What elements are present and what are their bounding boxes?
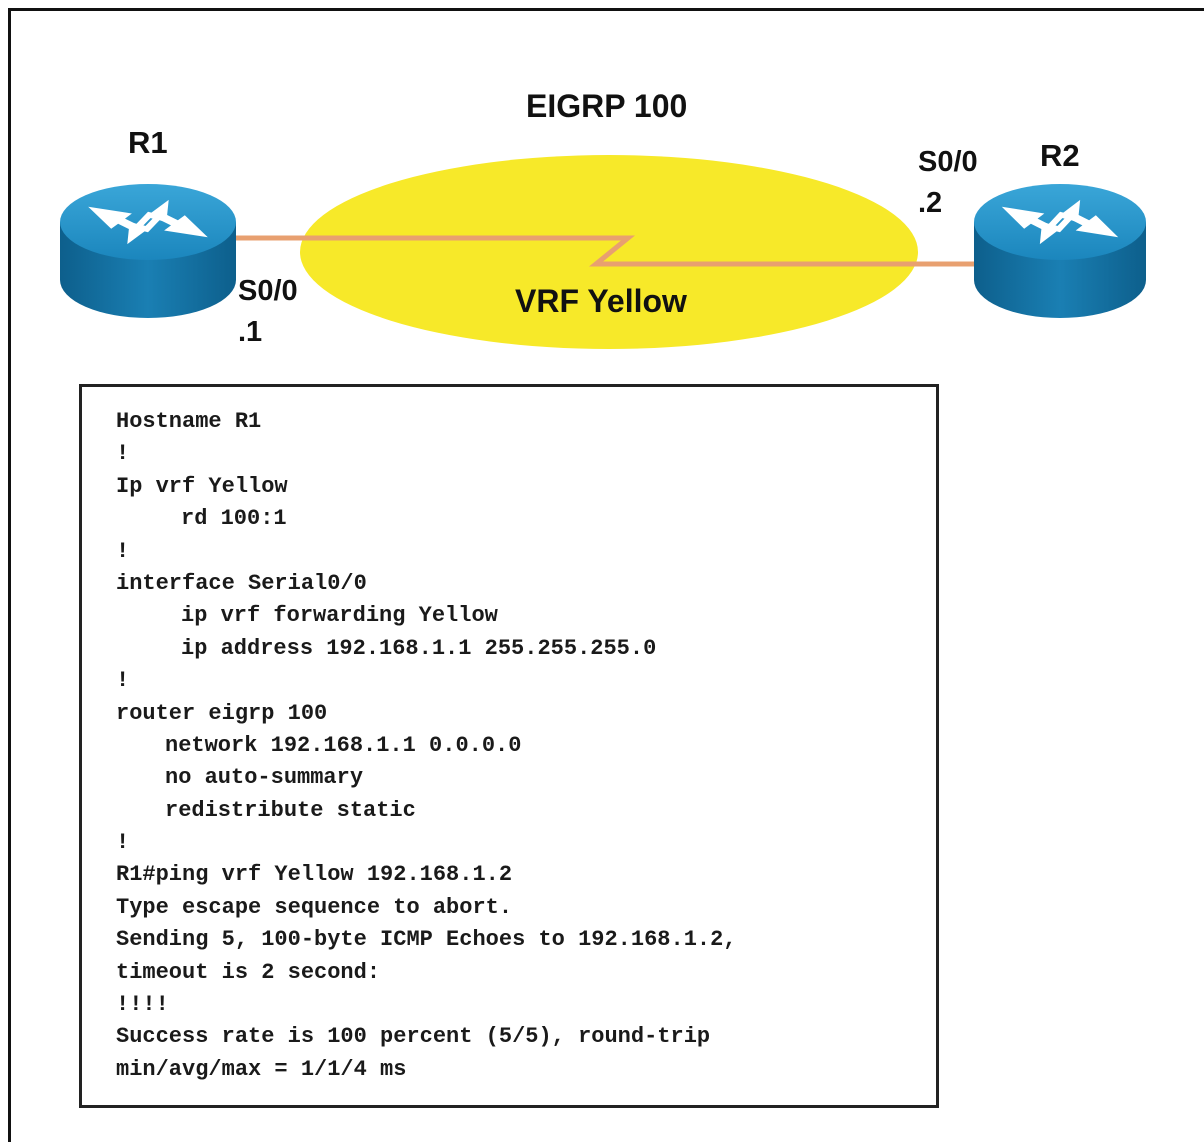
serial-link [232, 235, 978, 267]
config-line: ! [116, 441, 130, 467]
config-line: router eigrp 100 [116, 700, 328, 726]
vrf-label: VRF Yellow [515, 283, 687, 319]
router-r2-name: R2 [1040, 138, 1080, 173]
config-line: Ip vrf Yellow [116, 473, 288, 499]
router-r1-interface: S0/0 [238, 275, 298, 307]
config-line: no auto-summary [165, 765, 364, 791]
router-r2-interface: S0/0 [918, 146, 978, 178]
config-line: ! [116, 538, 130, 564]
config-line: Type escape sequence to abort. [116, 894, 513, 920]
config-line: ip vrf forwarding Yellow [181, 603, 498, 629]
config-output-box [79, 384, 939, 1108]
config-line: R1#ping vrf Yellow 192.168.1.2 [116, 862, 513, 888]
router-r1-name: R1 [128, 125, 168, 160]
config-line: redistribute static [165, 797, 416, 823]
router-r1-icon [60, 184, 236, 318]
config-line: timeout is 2 second: [116, 959, 381, 985]
config-line: rd 100:1 [181, 506, 287, 532]
config-line: network 192.168.1.1 0.0.0.0 [165, 732, 522, 758]
router-r2-icon [974, 184, 1146, 318]
diagram-frame [8, 8, 1204, 1142]
config-line: Sending 5, 100-byte ICMP Echoes to 192.1… [116, 927, 737, 953]
config-line: min/avg/max = 1/1/4 ms [116, 1056, 407, 1082]
config-line: !!!! [116, 992, 169, 1018]
config-line: Success rate is 100 percent (5/5), round… [116, 1024, 711, 1050]
config-output: Hostname R1 ! Ip vrf Yellow rd 100:1 ! i… [116, 406, 737, 1086]
config-line: interface Serial0/0 [116, 570, 367, 596]
config-line: ! [116, 830, 130, 856]
network-topology [60, 155, 1146, 349]
protocol-label: EIGRP 100 [526, 88, 688, 124]
router-r1-address: .1 [238, 316, 263, 348]
router-r2-address: .2 [918, 187, 943, 219]
config-line: Hostname R1 [116, 409, 262, 434]
config-line: ip address 192.168.1.1 255.255.255.0 [181, 635, 657, 661]
config-line: ! [116, 668, 130, 694]
